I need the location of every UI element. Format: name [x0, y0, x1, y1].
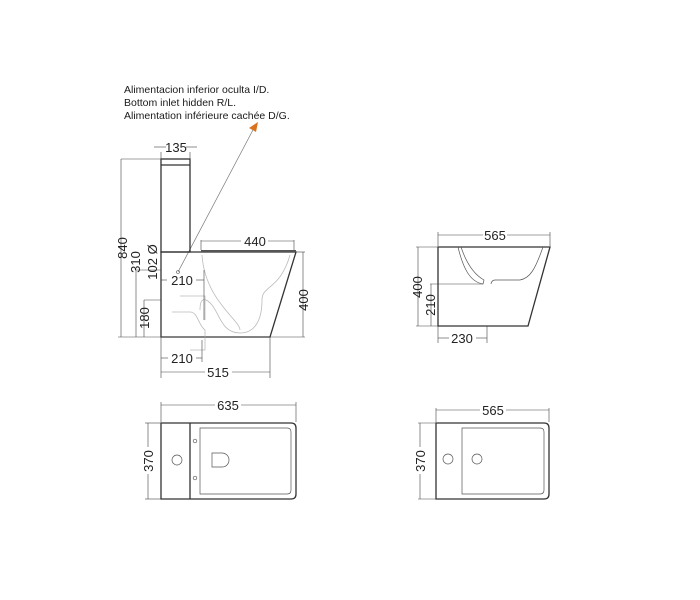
note-line-fr: Alimentation inférieure cachée D/G. [124, 110, 290, 122]
dim-bidet-top-length: 565 [482, 403, 504, 418]
dim-inlet-height: 310 [128, 251, 143, 273]
dim-outlet-height: 180 [137, 307, 152, 329]
bidet-side-view: 565 400 210 230 [410, 228, 551, 346]
dim-bidet-outlet-offset: 230 [451, 331, 473, 346]
dim-bidet-top-width: 370 [413, 450, 428, 472]
dim-base-depth: 515 [207, 365, 229, 380]
dim-bidet-length: 565 [484, 228, 506, 243]
note-line-en: Bottom inlet hidden R/L. [124, 97, 236, 109]
dim-toilet-width: 370 [141, 450, 156, 472]
note-line-es: Alimentacion inferior oculta I/D. [124, 84, 269, 96]
toilet-side-view: 135 840 310 102 Ø 210 180 440 400 [115, 140, 311, 380]
dim-base-offset: 210 [171, 351, 193, 366]
dim-outlet-diameter: 102 Ø [145, 244, 160, 279]
inlet-note: Alimentacion inferior oculta I/D. Bottom… [124, 84, 290, 122]
toilet-top-view: 635 370 [141, 398, 297, 500]
dim-outlet-offset: 210 [171, 273, 193, 288]
note-leader-arrow-icon [177, 122, 258, 273]
dim-bowl-top: 440 [244, 234, 266, 249]
dim-total-height: 840 [115, 237, 130, 259]
bidet-top-view: 565 370 [413, 403, 550, 500]
dim-toilet-length: 635 [217, 398, 239, 413]
dim-bidet-outlet-height: 210 [423, 294, 438, 316]
dim-bowl-height: 400 [296, 289, 311, 311]
dim-bidet-height: 400 [410, 276, 425, 298]
dim-tank-width: 135 [165, 140, 187, 155]
